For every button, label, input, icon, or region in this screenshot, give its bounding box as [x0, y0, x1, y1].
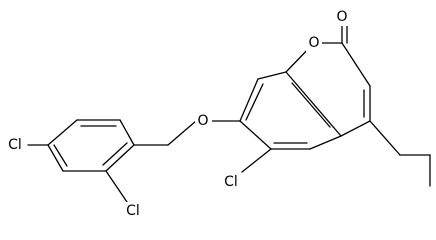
bond-c4-c4a [340, 120, 371, 137]
bond-c4a-c5 [309, 135, 342, 150]
bond-c7-c8-double [245, 83, 264, 121]
bond-c6-cl [241, 148, 272, 173]
bond-ar4-ar5 [47, 144, 64, 172]
carbonyl-oxygen-background [334, 8, 350, 26]
bond-ar1-ar2 [119, 119, 135, 146]
bond-ar6-cl [105, 170, 128, 203]
carbonyl-oxygen-label: O [336, 9, 347, 25]
bond-c7-c8 [239, 78, 259, 122]
bond-c2-c3 [341, 42, 371, 87]
ring-oxygen-label: O [308, 35, 319, 51]
bond-ar6-ar1-double [102, 142, 128, 166]
bond-c6-c7 [239, 120, 272, 150]
atom-label-layer: O O O Cl Cl Cl [3, 8, 350, 220]
chemical-structure-diagram: O O O Cl Cl Cl [3, 8, 431, 220]
ring-oxygen-background [306, 34, 322, 52]
ortho-chlorine-label: Cl [126, 203, 140, 219]
ether-oxygen-label: O [197, 113, 208, 129]
bond-ar6-ar1 [105, 144, 135, 172]
bond-c8-c8a [257, 71, 287, 80]
bond-o-ch2 [167, 120, 197, 146]
ether-oxygen-background [195, 112, 212, 130]
ring-chlorine-background [220, 173, 244, 191]
para-chlorine-background [3, 136, 27, 154]
ortho-chlorine-background [121, 202, 145, 220]
bond-layer [27, 19, 431, 203]
bond-c8a-c4a-inner [291, 82, 331, 128]
bond-c4-propyl-1 [369, 120, 401, 156]
bond-ar3-ar4 [47, 119, 78, 146]
ring-chlorine-label: Cl [224, 174, 238, 190]
para-chlorine-label: Cl [8, 137, 22, 153]
bond-c8a-c4a [285, 71, 342, 137]
bond-ar4-ar5-double [53, 144, 68, 167]
